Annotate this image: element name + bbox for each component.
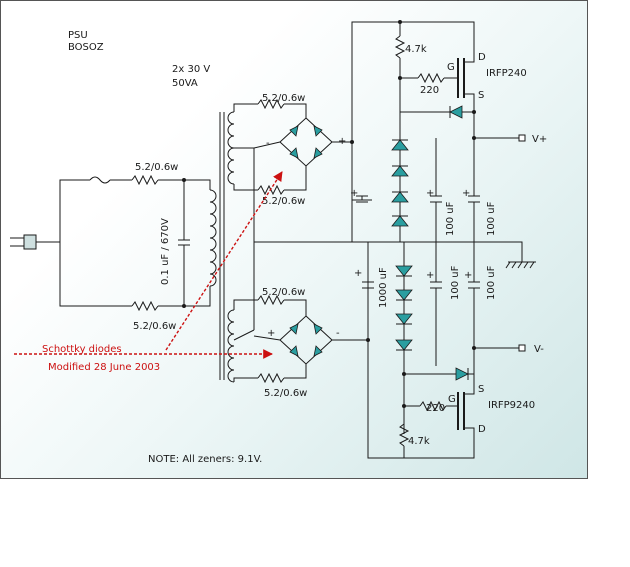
resistor-sec-bot-a xyxy=(257,294,285,306)
primary-coil xyxy=(209,189,217,287)
fuse-icon xyxy=(89,176,111,184)
cap-bot-c2-label: 100 uF xyxy=(450,265,461,300)
top-minus-label: - xyxy=(266,138,270,149)
resistor-gate-top xyxy=(417,72,445,84)
mosfet-bot-g: G xyxy=(448,394,456,405)
resistor-div-top-label: 4.7k xyxy=(405,44,427,55)
mosfet-bot-s: S xyxy=(478,384,484,395)
resistor-gate-bot xyxy=(419,400,447,412)
schematic-frame xyxy=(0,0,588,479)
mosfet-bot-name: IRFP9240 xyxy=(488,400,535,411)
cap-top-plus-2: + xyxy=(426,188,434,199)
snubber-cap-label: 0.1 uF / 670V xyxy=(160,218,171,285)
mosfet-top-g: G xyxy=(447,62,455,73)
transformer-rating: 50VA xyxy=(172,78,198,89)
resistor-sec-bot-b-label: 5.2/0.6w xyxy=(264,388,307,399)
top-plus-label: + xyxy=(338,136,346,147)
resistor-primary-bottom-label: 5.2/0.6w xyxy=(133,321,176,332)
resistor-sec-top-b-label: 5.2/0.6w xyxy=(262,196,305,207)
secondary-coil-top xyxy=(227,111,235,185)
cap-top-c2-label: 100 uF xyxy=(486,201,497,236)
bot-plus-label: + xyxy=(267,328,275,339)
transformer-spec: 2x 30 V xyxy=(172,64,210,75)
zener-bottom-horizontal xyxy=(455,367,469,381)
output-neg-label: V- xyxy=(534,344,544,355)
caps-top xyxy=(352,138,480,242)
ground-icon xyxy=(505,261,536,269)
annotation-schottky: Schottky diodes xyxy=(42,344,122,355)
cap-bot-plus-3: + xyxy=(464,270,472,281)
zener-top-horizontal xyxy=(449,105,463,119)
cap-top-c1-label: 100 uF xyxy=(445,201,456,236)
resistor-primary-top-label: 5.2/0.6w xyxy=(135,162,178,173)
resistor-div-top xyxy=(394,35,406,59)
zener-stack-bottom xyxy=(395,265,413,351)
output-pos-label: V+ xyxy=(532,134,547,145)
mosfet-top-d: D xyxy=(478,52,486,63)
caps-bottom xyxy=(362,242,480,366)
resistor-sec-top-a xyxy=(257,98,285,110)
output-terminal-pos xyxy=(518,134,526,142)
resistor-div-bot xyxy=(398,423,410,447)
resistor-div-bot-label: 4.7k xyxy=(408,436,430,447)
cap-top-plus-3: + xyxy=(462,188,470,199)
resistor-gate-bot-label: 220 xyxy=(426,403,445,414)
resistor-sec-bot-a-label: 5.2/0.6w xyxy=(262,287,305,298)
annotation-modified: Modified 28 June 2003 xyxy=(48,362,160,373)
annotation-arrow-top xyxy=(165,171,283,351)
mosfet-bottom xyxy=(457,390,475,434)
zener-stack-top xyxy=(391,139,409,227)
resistor-primary-bottom xyxy=(131,300,159,312)
cap-bot-c3-label: 100 uF xyxy=(486,265,497,300)
resistor-gate-top-label: 220 xyxy=(420,85,439,96)
note-zeners: NOTE: All zeners: 9.1V. xyxy=(148,454,262,465)
mosfet-top xyxy=(457,48,475,112)
cap-top-plus-1: + xyxy=(350,188,358,199)
cap-bot-c1-label: 1000 uF xyxy=(378,267,389,308)
mosfet-top-s: S xyxy=(478,90,484,101)
primary-wiring xyxy=(59,174,211,312)
cap-bot-plus-1: + xyxy=(354,268,362,279)
mains-plug-icon xyxy=(10,234,60,250)
mosfet-top-name: IRFP240 xyxy=(486,68,527,79)
bridge-rectifier-bottom xyxy=(253,315,368,365)
cap-bot-plus-2: + xyxy=(426,270,434,281)
secondary-coil-bottom xyxy=(227,309,235,383)
bot-minus-label: - xyxy=(336,328,340,339)
title-line-2: BOSOZ xyxy=(68,42,104,53)
mosfet-bot-d: D xyxy=(478,424,486,435)
resistor-sec-bot-b xyxy=(257,372,285,384)
title-line-1: PSU xyxy=(68,30,88,41)
resistor-primary-top xyxy=(131,174,159,186)
bridge-rectifier-top xyxy=(253,117,352,167)
output-terminal-neg xyxy=(518,344,526,352)
resistor-sec-top-a-label: 5.2/0.6w xyxy=(262,93,305,104)
